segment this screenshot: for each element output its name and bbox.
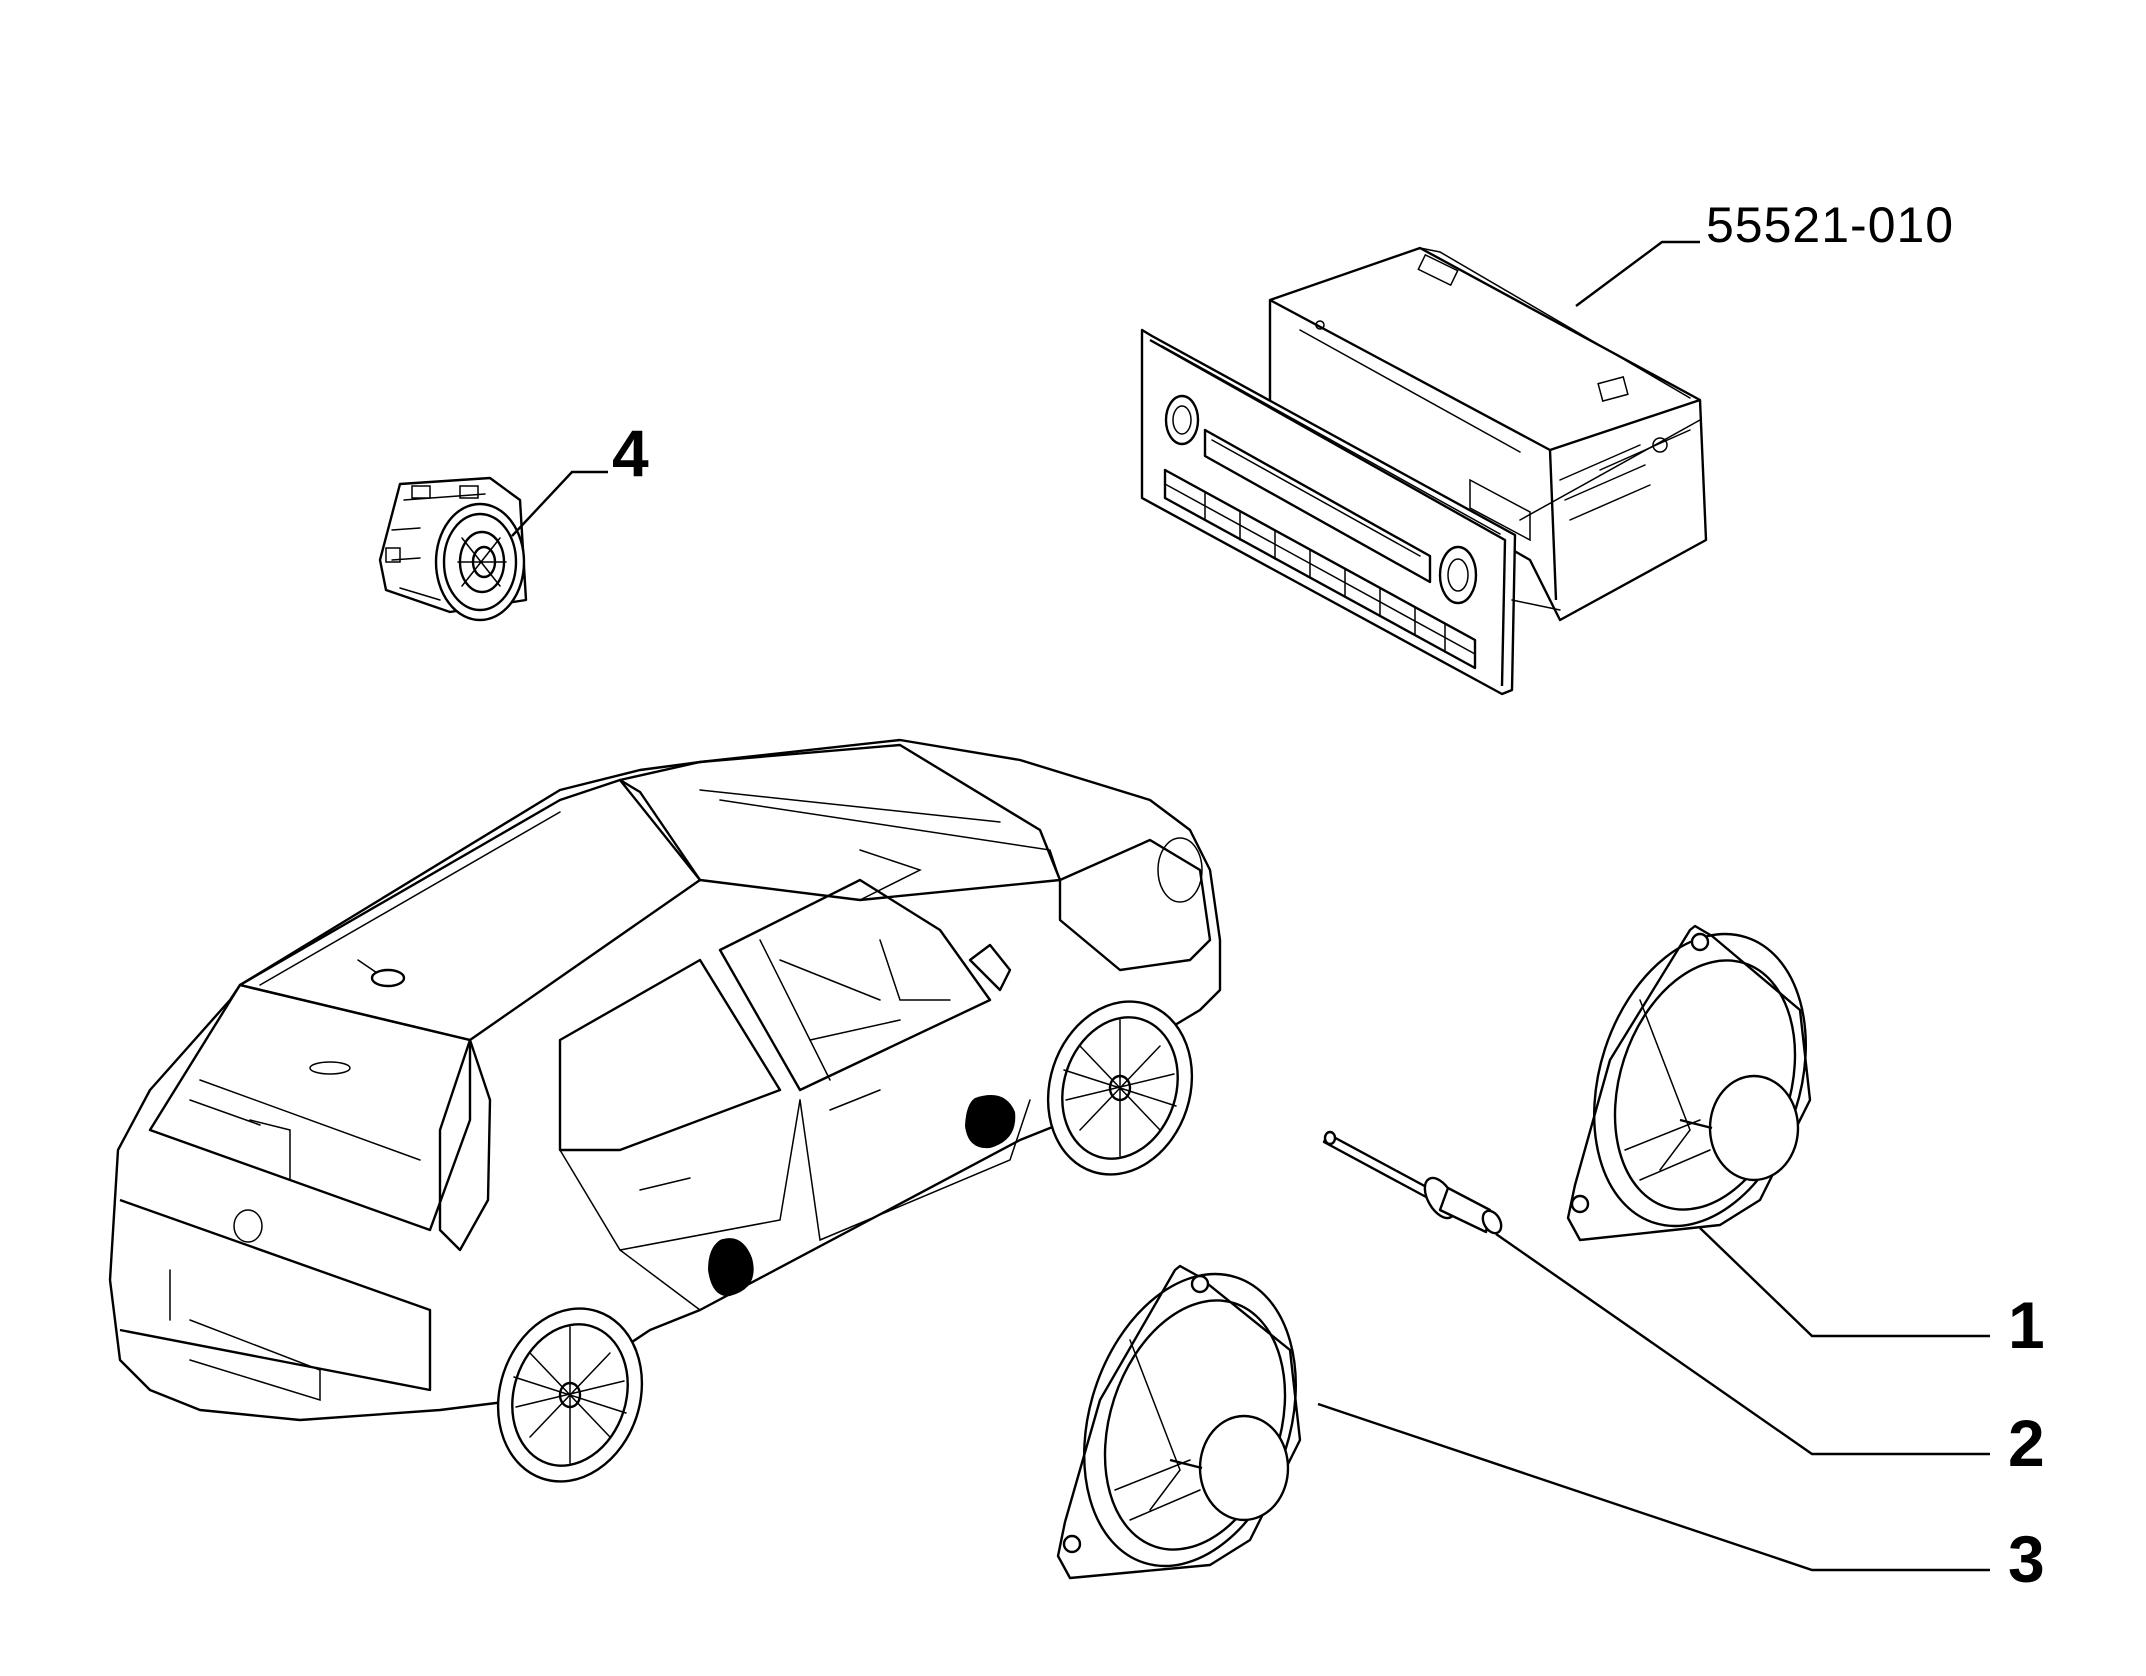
leader-lines (511, 240, 1990, 1572)
car-illustration (108, 738, 1222, 1483)
radio-part-number-label: 55521-010 (1706, 197, 1955, 253)
door-speaker-1 (1566, 924, 1812, 1242)
callout-1-label: 1 (2008, 1288, 2045, 1362)
tweeter-speaker (378, 476, 528, 622)
callout-2-label: 2 (2008, 1406, 2045, 1480)
door-speaker-3 (1056, 1264, 1302, 1580)
rivet (1322, 1130, 1503, 1235)
callout-4-label: 4 (612, 416, 649, 490)
callout-3-label: 3 (2008, 1522, 2045, 1596)
front-wheel (1046, 1000, 1194, 1176)
radio-unit (1140, 246, 1708, 696)
rear-wheel (496, 1307, 644, 1483)
